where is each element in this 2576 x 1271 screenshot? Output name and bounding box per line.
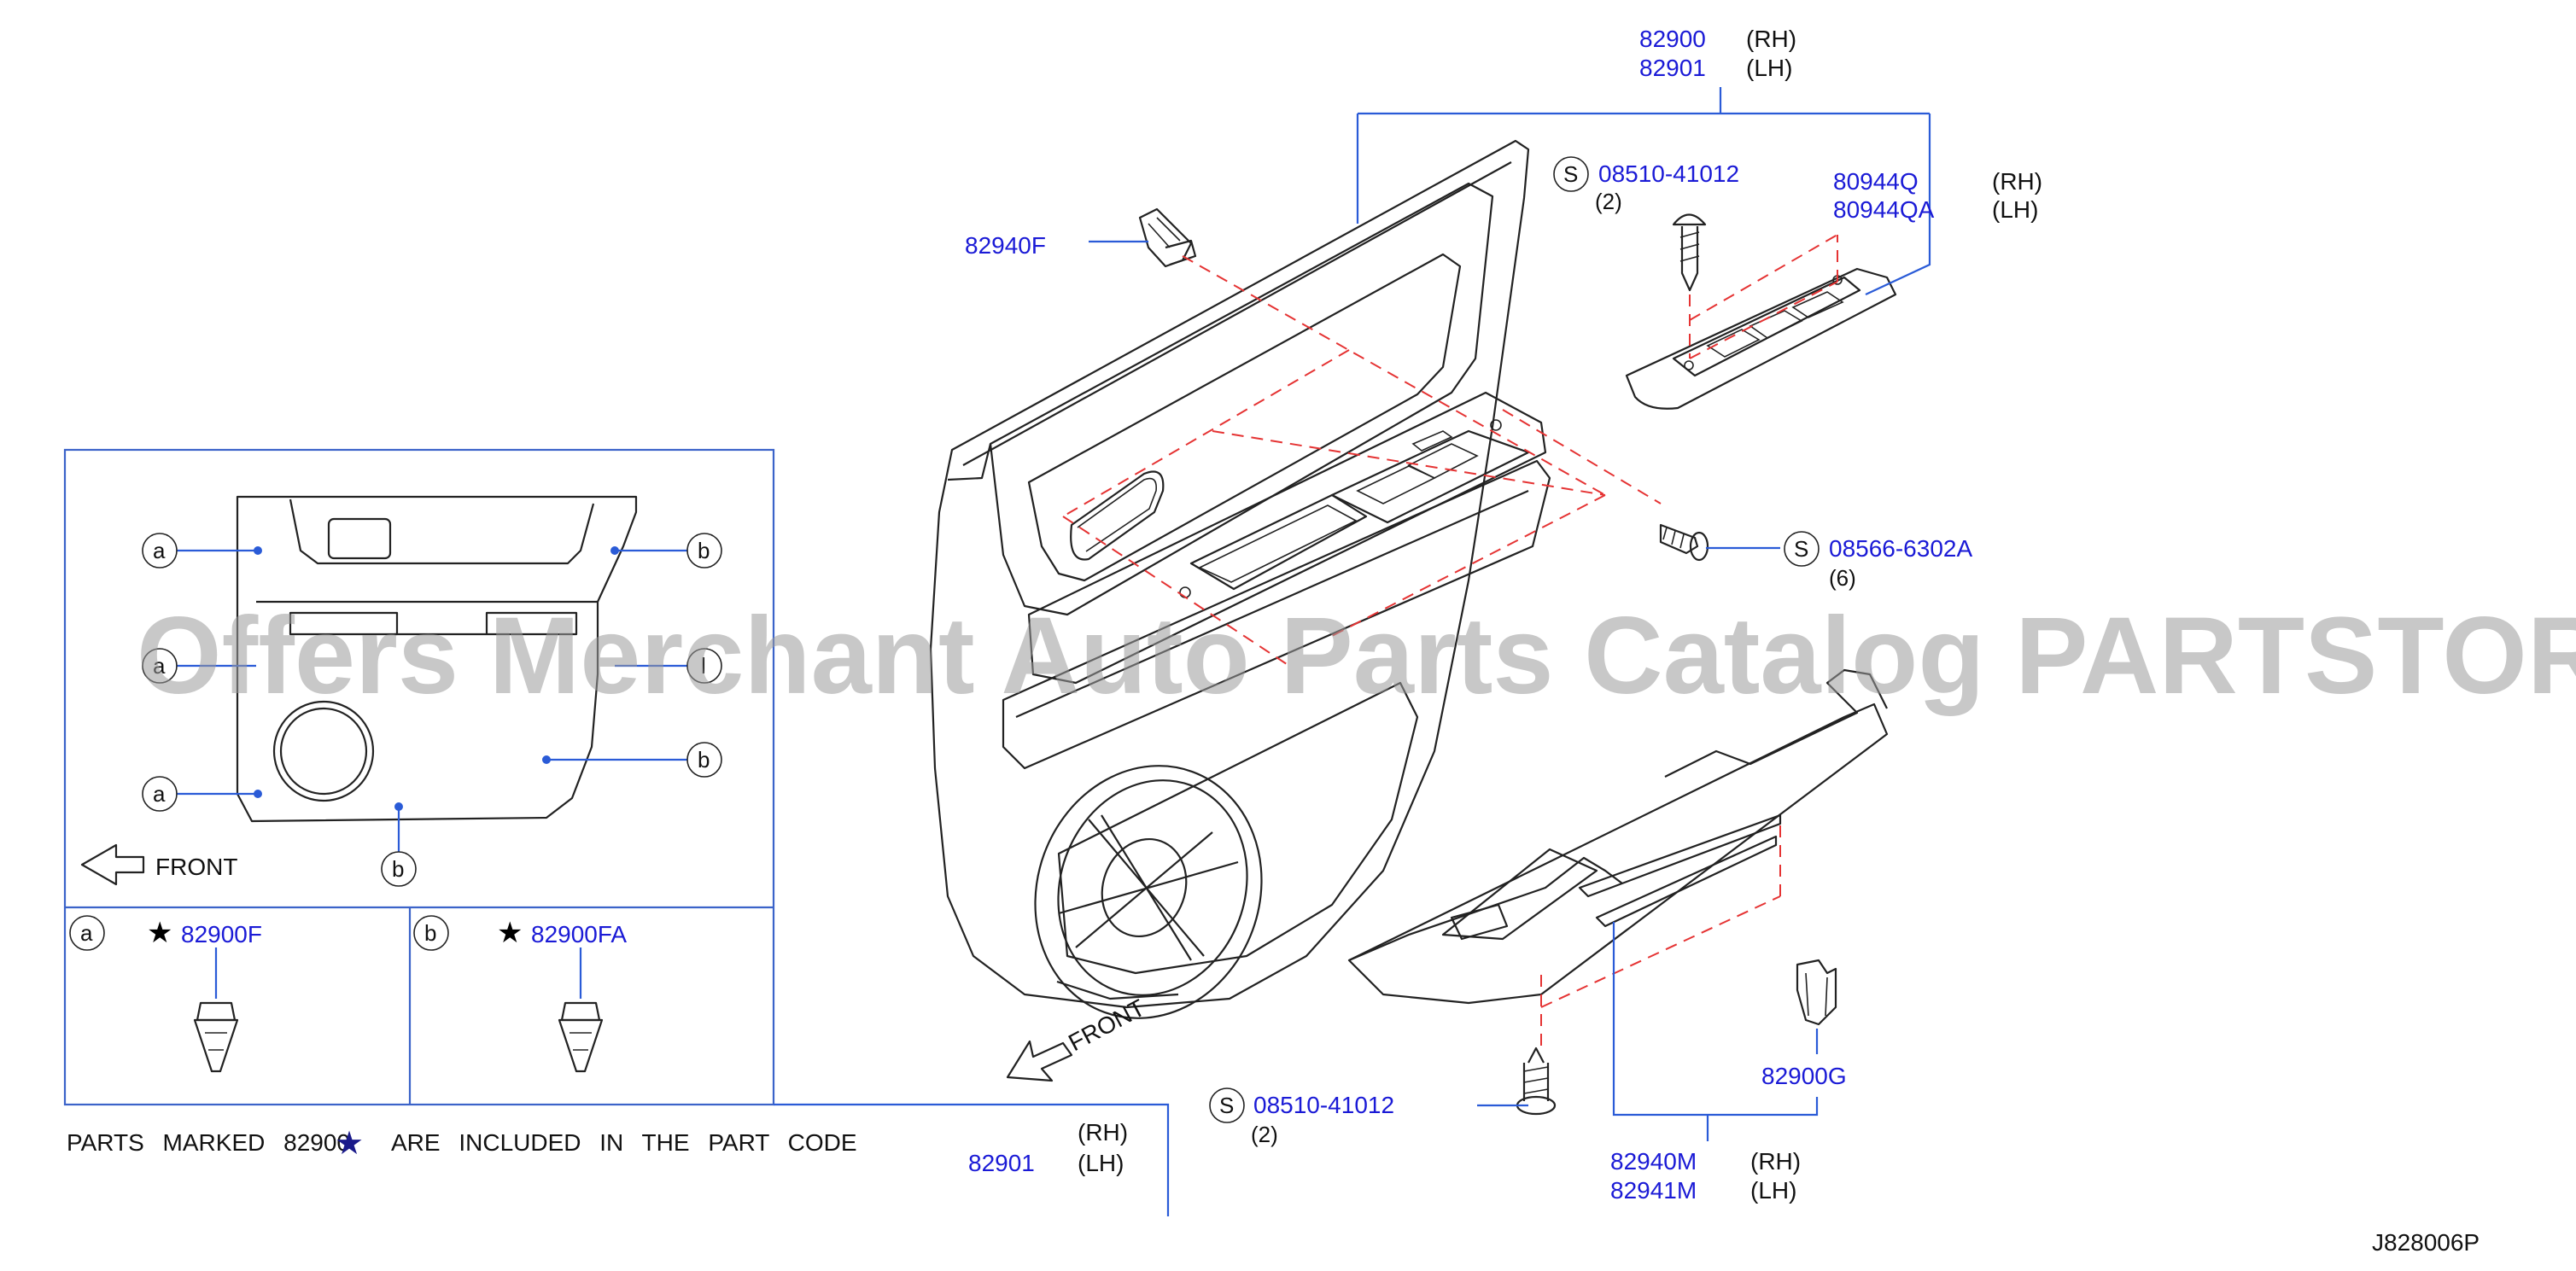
clip-82900g[interactable] <box>1796 959 1837 1026</box>
svg-text:a: a <box>80 920 93 946</box>
star-icon: ★ <box>335 1126 364 1162</box>
front-direction-main: FRONT <box>1006 994 1149 1082</box>
inset-marker-a-top[interactable]: a <box>142 533 262 568</box>
part-code-82900[interactable]: 82900 <box>1639 26 1706 52</box>
inset-clip-b[interactable]: b ★ 82900FA <box>413 915 627 1073</box>
s-symbol: S <box>1794 536 1808 562</box>
part-code-08510-41012-bottom[interactable]: 08510-41012 <box>1253 1092 1394 1118</box>
watermark: Offers Merchant Auto Parts Catalog PARTS… <box>137 595 2576 717</box>
front-arrow-icon <box>80 843 145 886</box>
part-code-80944q[interactable]: 80944Q <box>1833 168 1919 195</box>
inset-marker-l-mid[interactable]: l <box>615 648 722 684</box>
note-text-right: ARE INCLUDED IN THE PART CODE <box>391 1129 857 1156</box>
front-label-main: FRONT <box>1064 994 1149 1057</box>
s-symbol-icon <box>1553 156 1589 192</box>
inset-marker-b-bottom[interactable]: b <box>381 802 417 887</box>
side-lh: (LH) <box>1746 55 1792 81</box>
switch-finisher[interactable] <box>1625 267 1897 410</box>
callout-screw-bottom[interactable]: S 08510-41012 (2) <box>1209 1087 1394 1147</box>
svg-text:b: b <box>392 856 404 882</box>
front-label-inset: FRONT <box>155 854 237 880</box>
inset-panel <box>63 448 775 1106</box>
s-symbol-icon <box>1784 531 1820 567</box>
inset-marker-b-right[interactable]: b <box>542 742 722 778</box>
svg-text:a: a <box>153 653 166 679</box>
note-text-left: PARTS MARKED 82900 <box>67 1129 350 1156</box>
callout-screw-top[interactable]: S 08510-41012 (2) <box>1553 156 1739 214</box>
clip-82940f[interactable] <box>1138 207 1197 268</box>
part-code-82941m[interactable]: 82941M <box>1610 1177 1697 1204</box>
part-code-82940m[interactable]: 82940M <box>1610 1148 1697 1175</box>
diagram-id: J828006P <box>2372 1229 2480 1256</box>
side-lh-finisher: (LH) <box>1992 196 2038 223</box>
screw-mid[interactable] <box>1659 523 1709 562</box>
hidden-lines <box>1062 234 1838 1046</box>
front-direction-inset: FRONT <box>80 843 237 886</box>
door-trim-panel[interactable] <box>929 139 1551 1050</box>
s-symbol: S <box>1563 161 1578 187</box>
qty-bottom-screw: (2) <box>1251 1122 1278 1147</box>
svg-text:b: b <box>424 920 436 946</box>
part-code-80944qa[interactable]: 80944QA <box>1833 196 1935 223</box>
part-code-82940f[interactable]: 82940F <box>965 232 1046 259</box>
part-code-08510-41012-top[interactable]: 08510-41012 <box>1598 160 1739 187</box>
leader-lines <box>1089 87 1931 1141</box>
star-icon: ★ <box>497 917 523 949</box>
note-side-lh: (LH) <box>1078 1150 1124 1176</box>
callout-main-panel[interactable]: 82900 (RH) 82901 (LH) <box>1639 26 1796 81</box>
side-lh-armrest: (LH) <box>1750 1177 1796 1204</box>
star-icon: ★ <box>147 917 172 949</box>
part-code-82901[interactable]: 82901 <box>1639 55 1706 81</box>
callout-armrest[interactable]: 82940M (RH) 82941M (LH) <box>1610 1148 1801 1204</box>
note-code-82901[interactable]: 82901 <box>968 1150 1035 1176</box>
armrest-pad[interactable] <box>1347 668 1889 1005</box>
callout-finisher[interactable]: 80944Q (RH) 80944QA (LH) <box>1833 168 2042 223</box>
svg-text:a: a <box>153 781 166 807</box>
parts-note: PARTS MARKED 82900 ★ ARE INCLUDED IN THE… <box>67 1103 1170 1216</box>
side-rh-finisher: (RH) <box>1992 168 2042 195</box>
part-code-82900fa[interactable]: 82900FA <box>531 921 627 947</box>
svg-text:a: a <box>153 538 166 563</box>
screw-bottom[interactable] <box>1516 1047 1557 1116</box>
side-rh-armrest: (RH) <box>1750 1148 1801 1175</box>
inset-marker-a-bottom[interactable]: a <box>142 776 262 812</box>
front-arrow-icon <box>1006 1040 1073 1082</box>
part-code-82900g[interactable]: 82900G <box>1761 1063 1847 1089</box>
svg-text:b: b <box>698 538 710 563</box>
s-symbol-icon <box>1209 1087 1245 1123</box>
inset-marker-a-mid[interactable]: a <box>142 648 256 684</box>
inset-clip-a[interactable]: a ★ 82900F <box>69 915 262 1073</box>
inset-marker-b-top[interactable]: b <box>610 533 722 568</box>
svg-text:b: b <box>698 747 710 773</box>
callout-screw-mid[interactable]: S 08566-6302A (6) <box>1784 531 1972 591</box>
qty-mid-screw: (6) <box>1829 565 1856 591</box>
qty-top-screw: (2) <box>1595 189 1622 214</box>
note-side-rh: (RH) <box>1078 1119 1128 1146</box>
s-symbol: S <box>1219 1093 1234 1118</box>
part-code-82900f[interactable]: 82900F <box>181 921 262 947</box>
svg-text:l: l <box>701 653 706 679</box>
screw-top[interactable] <box>1672 213 1707 292</box>
side-rh: (RH) <box>1746 26 1796 52</box>
part-code-08566-6302a[interactable]: 08566-6302A <box>1829 535 1972 562</box>
